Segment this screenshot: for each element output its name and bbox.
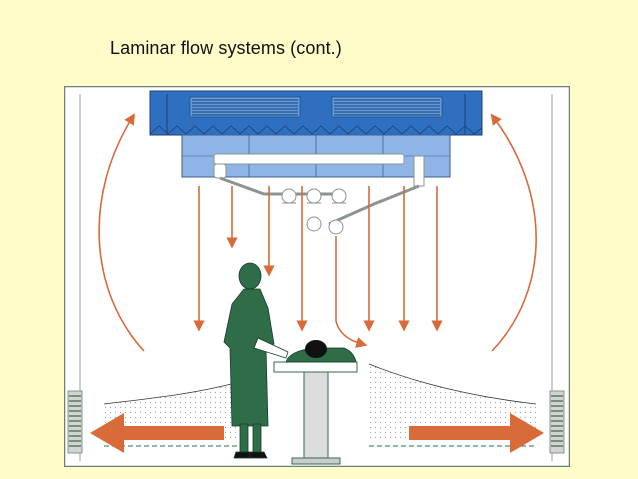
slide-title: Laminar flow systems (cont.) — [110, 38, 342, 58]
recirculation-arrows — [98, 113, 537, 352]
floor-airflow-zone — [103, 363, 537, 447]
patient — [285, 340, 357, 363]
left-return-grille — [67, 390, 83, 454]
ceiling-unit — [149, 90, 483, 136]
downflow-arrows — [193, 186, 443, 348]
operating-table — [273, 361, 358, 465]
surgical-light-booms — [213, 153, 425, 235]
right-return-grille — [549, 390, 565, 454]
floor-outflow-arrows — [90, 413, 544, 453]
surgeon — [223, 262, 289, 459]
laminar-flow-diagram — [64, 86, 570, 467]
